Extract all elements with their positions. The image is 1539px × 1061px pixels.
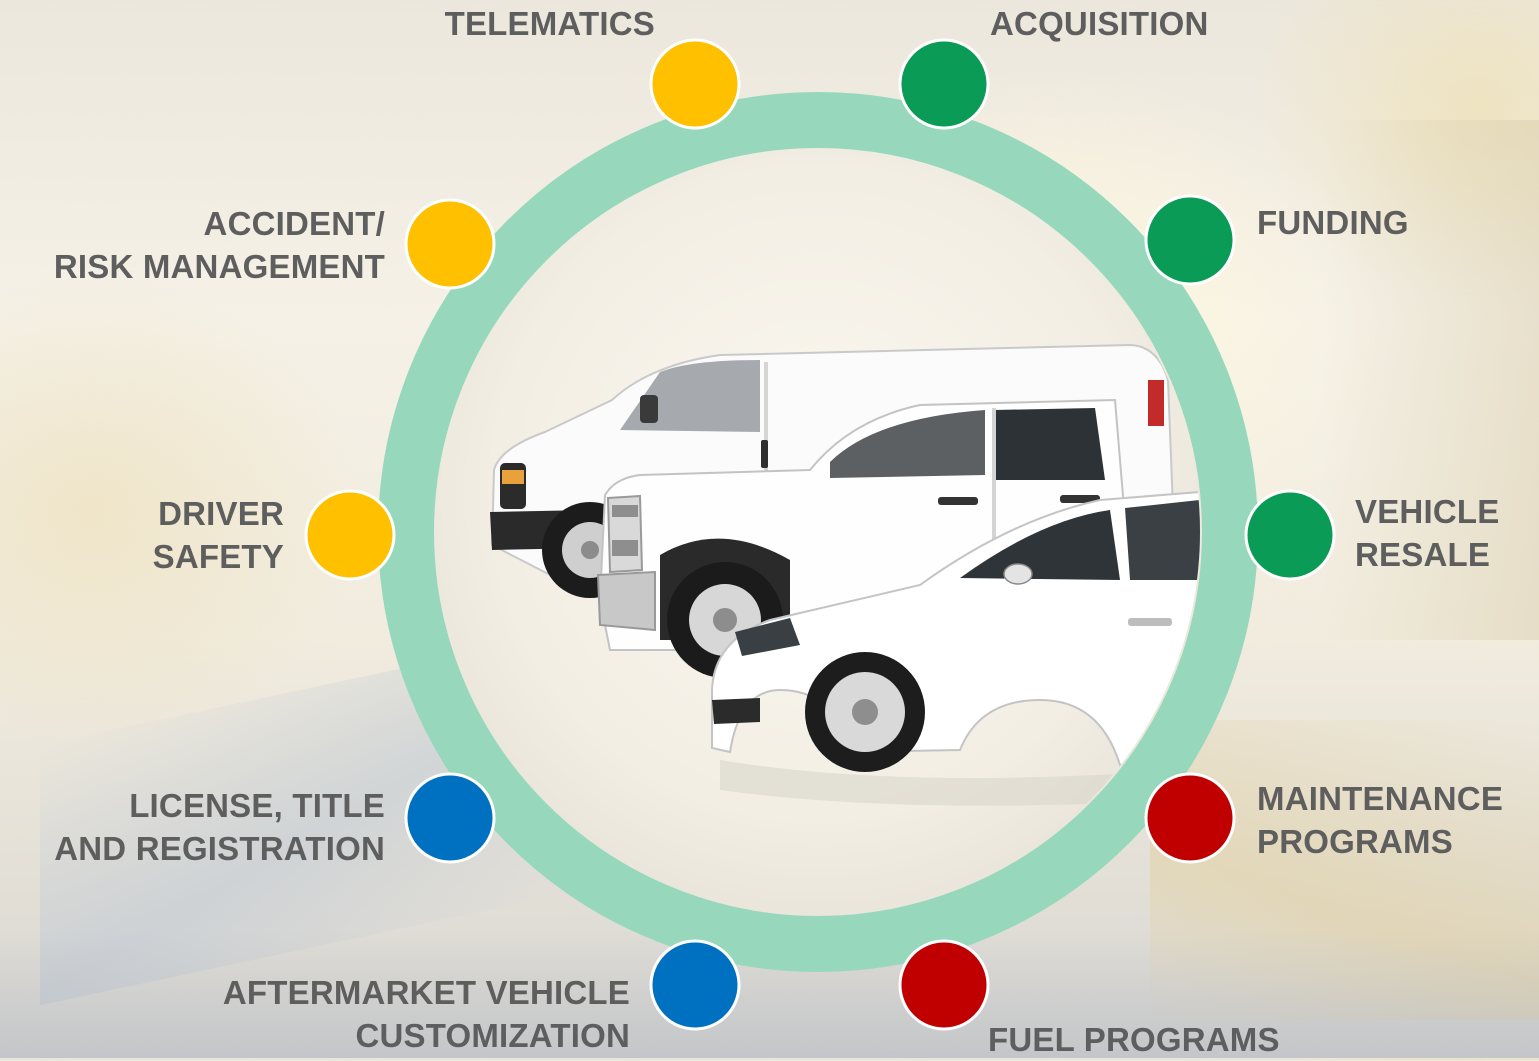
fuel-programs-label-line: FUEL PROGRAMS bbox=[988, 1021, 1280, 1058]
telematics-label-line: TELEMATICS bbox=[444, 5, 655, 42]
driver-safety-label-line: SAFETY bbox=[152, 538, 284, 575]
acquisition-label-line: ACQUISITION bbox=[990, 5, 1209, 42]
maintenance-programs-label-line: PROGRAMS bbox=[1257, 823, 1453, 860]
accident-risk-management-dot bbox=[404, 198, 496, 290]
funding-dot bbox=[1144, 194, 1236, 286]
driver-safety-label: DRIVER SAFETY bbox=[153, 492, 284, 578]
node-markers bbox=[304, 38, 1336, 1031]
acquisition-label: ACQUISITION bbox=[990, 2, 1209, 45]
sedan-car bbox=[711, 490, 1200, 806]
maintenance-programs-label: MAINTENANCE PROGRAMS bbox=[1257, 777, 1503, 863]
license-title-registration-dot bbox=[404, 772, 496, 864]
license-title-registration-label-line: AND REGISTRATION bbox=[54, 830, 385, 867]
aftermarket-customization-label-line: AFTERMARKET VEHICLE bbox=[222, 974, 630, 1011]
aftermarket-customization-dot bbox=[649, 939, 741, 1031]
maintenance-programs-label-line: MAINTENANCE bbox=[1257, 780, 1504, 817]
fuel-programs-dot bbox=[898, 939, 990, 1031]
driver-safety-dot bbox=[304, 489, 396, 581]
license-title-registration-label-line: LICENSE, TITLE bbox=[129, 787, 385, 824]
funding-label-line: FUNDING bbox=[1257, 204, 1409, 241]
acquisition-dot bbox=[898, 38, 990, 130]
vehicle-resale-label: VEHICLE RESALE bbox=[1355, 490, 1499, 576]
vehicle-resale-dot bbox=[1244, 489, 1336, 581]
telematics-label: TELEMATICS bbox=[445, 2, 655, 45]
maintenance-programs-dot bbox=[1144, 772, 1236, 864]
accident-risk-management-label: ACCIDENT/RISK MANAGEMENT bbox=[54, 202, 385, 288]
accident-risk-management-label-line: RISK MANAGEMENT bbox=[53, 248, 385, 285]
funding-label: FUNDING bbox=[1257, 201, 1409, 244]
aftermarket-customization-label-line: CUSTOMIZATION bbox=[355, 1017, 630, 1054]
vehicle-resale-label-line: RESALE bbox=[1355, 536, 1491, 573]
aftermarket-customization-label: AFTERMARKET VEHICLE CUSTOMIZATION bbox=[223, 971, 630, 1057]
vehicle-resale-label-line: VEHICLE bbox=[1355, 493, 1500, 530]
driver-safety-label-line: DRIVER bbox=[158, 495, 284, 532]
accident-risk-management-label-line: ACCIDENT/ bbox=[203, 205, 385, 242]
telematics-dot bbox=[649, 38, 741, 130]
fuel-programs-label: FUEL PROGRAMS bbox=[988, 1018, 1280, 1061]
fleet-vehicles-image bbox=[490, 343, 1200, 806]
cycle-ring bbox=[378, 92, 1258, 972]
license-title-registration-label: LICENSE, TITLE AND REGISTRATION bbox=[54, 784, 385, 870]
